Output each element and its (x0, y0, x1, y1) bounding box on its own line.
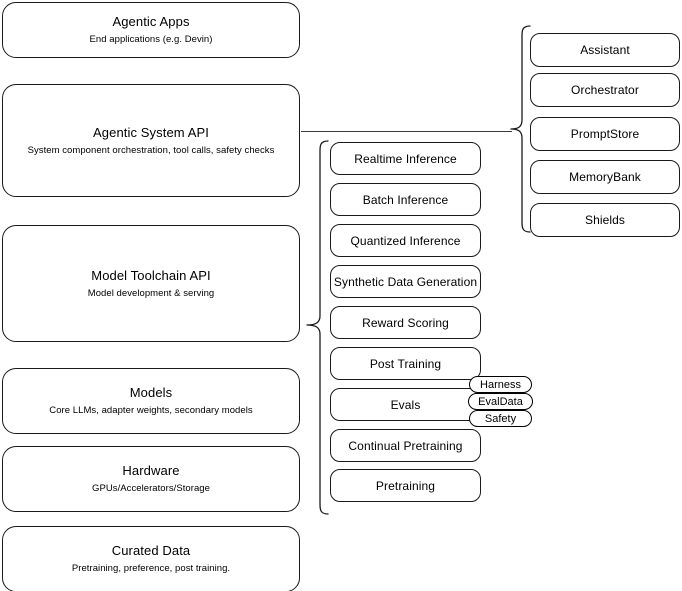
toolchain-title: Post Training (369, 356, 442, 371)
toolchain-box-synthetic-data-generation[interactable]: Synthetic Data Generation (330, 265, 481, 298)
system-box-shields[interactable]: Shields (530, 203, 680, 237)
layer-subtitle: GPUs/Accelerators/Storage (92, 483, 210, 494)
system-box-orchestrator[interactable]: Orchestrator (530, 73, 680, 107)
toolchain-box-pretraining[interactable]: Pretraining (330, 469, 481, 502)
toolchain-title: Evals (390, 397, 421, 412)
toolchain-title: Synthetic Data Generation (333, 274, 478, 289)
layer-title: Hardware (122, 463, 180, 478)
toolchain-box-realtime-inference[interactable]: Realtime Inference (330, 142, 481, 175)
layer-box-model-toolchain-api[interactable]: Model Toolchain API Model development & … (2, 225, 300, 342)
eval-pill-evaldata[interactable]: EvalData (468, 393, 533, 410)
connector-line-system-api (301, 131, 512, 132)
toolchain-box-reward-scoring[interactable]: Reward Scoring (330, 306, 481, 339)
layer-subtitle: End applications (e.g. Devin) (89, 34, 213, 45)
eval-pill-label: Safety (484, 412, 517, 425)
system-title: Assistant (580, 43, 630, 57)
brace-toolchain-components (306, 140, 329, 515)
eval-pill-label: EvalData (478, 395, 523, 408)
layer-subtitle: System component orchestration, tool cal… (27, 144, 275, 156)
layer-subtitle: Pretraining, preference, post training. (71, 563, 231, 574)
system-title: PromptStore (570, 127, 640, 141)
layer-box-models[interactable]: Models Core LLMs, adapter weights, secon… (2, 368, 300, 434)
layer-subtitle: Core LLMs, adapter weights, secondary mo… (49, 405, 253, 416)
toolchain-box-post-training[interactable]: Post Training (330, 347, 481, 380)
system-box-promptstore[interactable]: PromptStore (530, 117, 680, 151)
system-box-memorybank[interactable]: MemoryBank (530, 160, 680, 194)
toolchain-box-evals[interactable]: Evals (330, 388, 481, 421)
toolchain-box-quantized-inference[interactable]: Quantized Inference (330, 224, 481, 257)
system-title: MemoryBank (569, 170, 641, 184)
layer-title: Agentic Apps (112, 14, 190, 29)
layer-box-hardware[interactable]: Hardware GPUs/Accelerators/Storage (2, 446, 300, 512)
toolchain-box-continual-pretraining[interactable]: Continual Pretraining (330, 429, 481, 462)
layer-box-agentic-apps[interactable]: Agentic Apps End applications (e.g. Devi… (2, 2, 300, 58)
layer-title: Curated Data (111, 543, 191, 558)
toolchain-title: Realtime Inference (354, 151, 457, 166)
eval-pill-safety[interactable]: Safety (469, 410, 532, 427)
eval-pill-harness[interactable]: Harness (469, 376, 532, 393)
toolchain-title: Batch Inference (362, 192, 449, 207)
layer-title: Agentic System API (93, 124, 209, 140)
toolchain-title: Quantized Inference (350, 233, 461, 248)
toolchain-box-batch-inference[interactable]: Batch Inference (330, 183, 481, 216)
system-box-assistant[interactable]: Assistant (530, 33, 680, 67)
layer-subtitle: Model development & serving (87, 287, 215, 299)
layer-title: Models (129, 385, 173, 400)
toolchain-title: Continual Pretraining (348, 438, 463, 453)
layer-title: Model Toolchain API (91, 267, 211, 283)
eval-pill-label: Harness (480, 378, 521, 391)
layer-box-curated-data[interactable]: Curated Data Pretraining, preference, po… (2, 526, 300, 591)
toolchain-title: Pretraining (375, 478, 436, 493)
system-title: Orchestrator (571, 83, 639, 97)
layer-box-agentic-system-api[interactable]: Agentic System API System component orch… (2, 84, 300, 197)
toolchain-title: Reward Scoring (362, 315, 449, 330)
system-title: Shields (584, 213, 626, 227)
